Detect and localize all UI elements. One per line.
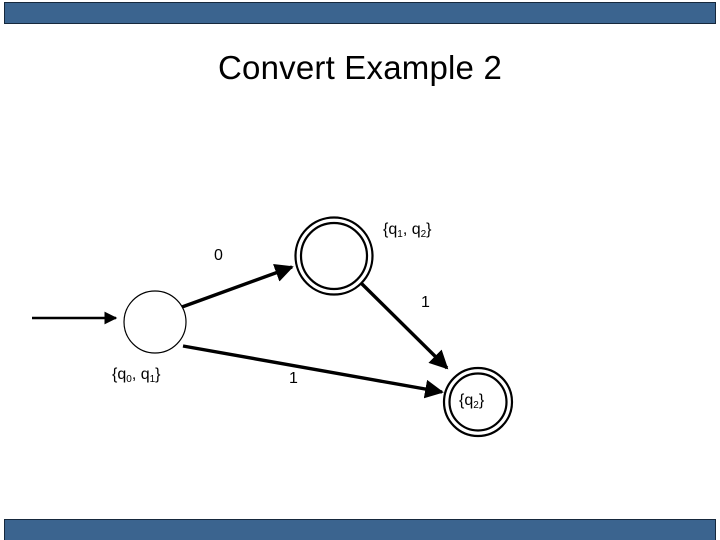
state-label-q0q1-base: {q bbox=[112, 366, 127, 383]
state-label-q1q2-mid: , q bbox=[402, 221, 421, 238]
edge-symbol-q0q1-to-q2: 1 bbox=[289, 370, 298, 387]
state-inner-circle-q1q2 bbox=[299, 221, 369, 291]
state-label-q1q2-sub2: 2 bbox=[420, 229, 427, 240]
state-inner-circle-q2 bbox=[448, 372, 508, 432]
state-outer-circle-q1q2 bbox=[294, 216, 374, 296]
state-label-q0q1: {q0, q1} bbox=[112, 366, 161, 385]
state-label-q1q2-base: {q bbox=[383, 221, 398, 238]
state-label-q1q2-end: } bbox=[426, 221, 432, 238]
state-label-q0q1-end: } bbox=[155, 366, 161, 383]
bottom-accent-bar bbox=[4, 519, 716, 540]
state-label-q2-base: {q bbox=[459, 392, 474, 409]
state-label-q1q2: {q1, q2} bbox=[383, 221, 432, 240]
edge-symbol-q1q2-to-q2: 1 bbox=[421, 294, 430, 311]
state-label-q2-end: } bbox=[478, 392, 485, 409]
edge-q1q2-to-q2 bbox=[359, 281, 449, 370]
state-label-q0q1-sub1: 0 bbox=[126, 374, 132, 385]
state-label-q2: {q2} bbox=[459, 392, 485, 411]
state-label-q1q2-sub1: 1 bbox=[397, 229, 403, 240]
state-label-q0q1-sub2: 1 bbox=[149, 374, 156, 385]
state-circle-q0q1 bbox=[123, 290, 187, 354]
state-label-q0q1-mid: , q bbox=[131, 366, 150, 383]
top-accent-bar bbox=[4, 2, 716, 24]
state-label-q2-sub1: 2 bbox=[473, 400, 479, 411]
edge-symbol-q0q1-to-q1q2: 0 bbox=[214, 247, 223, 264]
state-outer-circle-q2 bbox=[442, 366, 514, 438]
page-title: Convert Example 2 bbox=[217, 49, 503, 86]
edge-q0q1-to-q1q2 bbox=[181, 263, 294, 309]
edge-q0q1-to-q2 bbox=[182, 344, 444, 399]
